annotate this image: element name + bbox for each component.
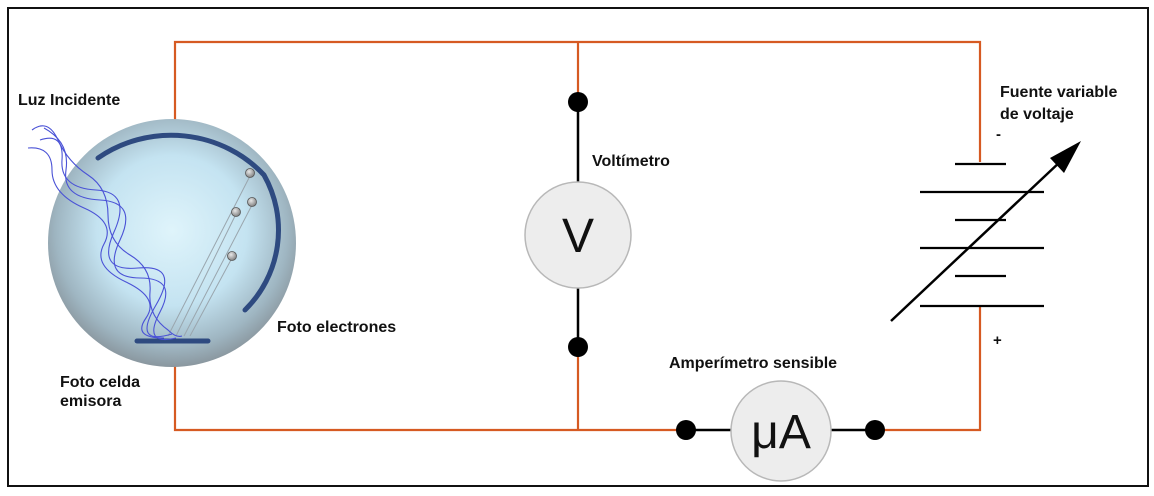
photoelectron-dot <box>247 197 257 207</box>
voltmeter: V <box>524 92 632 357</box>
voltmeter-symbol: V <box>562 210 594 263</box>
source-label-line2: de voltaje <box>1000 106 1074 123</box>
ammeter-terminal-right <box>865 420 885 440</box>
photoelectron-dot <box>231 207 241 217</box>
ammeter: μA <box>676 380 885 482</box>
circuit-wires <box>173 40 982 432</box>
ammeter-terminal-left <box>676 420 696 440</box>
voltmeter-label: Voltímetro <box>592 153 670 170</box>
voltmeter-terminal-top <box>568 92 588 112</box>
plus-terminal-sign: + <box>993 332 1002 349</box>
photocell <box>27 119 296 367</box>
source-label-line1: Fuente variable <box>1000 84 1117 101</box>
incident-light-label: Luz Incidente <box>18 92 120 109</box>
photoelectron-dot <box>245 168 255 178</box>
ammeter-symbol: μA <box>751 406 811 459</box>
collector-electrode <box>95 132 281 313</box>
photoelectrons-label: Foto electrones <box>277 319 396 336</box>
bottom-wire <box>173 342 686 432</box>
voltmeter-terminal-bottom <box>568 337 588 357</box>
ammeter-label: Amperímetro sensible <box>669 355 837 372</box>
minus-terminal-sign: - <box>996 126 1001 143</box>
photocell-bulb <box>48 119 296 367</box>
right-wire <box>875 306 982 432</box>
photoelectron-dot <box>227 251 237 261</box>
ammeter-dial <box>730 380 832 482</box>
variable-arrow-shaft <box>890 159 1063 322</box>
variable-arrow-head <box>1050 141 1081 173</box>
electron-trails <box>167 175 253 337</box>
variable-voltage-source <box>890 141 1081 322</box>
diagram-frame <box>7 7 1149 487</box>
voltmeter-dial <box>524 181 632 289</box>
incident-light-waves <box>27 125 183 340</box>
photocell-label-line2: emisora <box>60 393 121 410</box>
photocell-label-line1: Foto celda <box>60 374 140 391</box>
